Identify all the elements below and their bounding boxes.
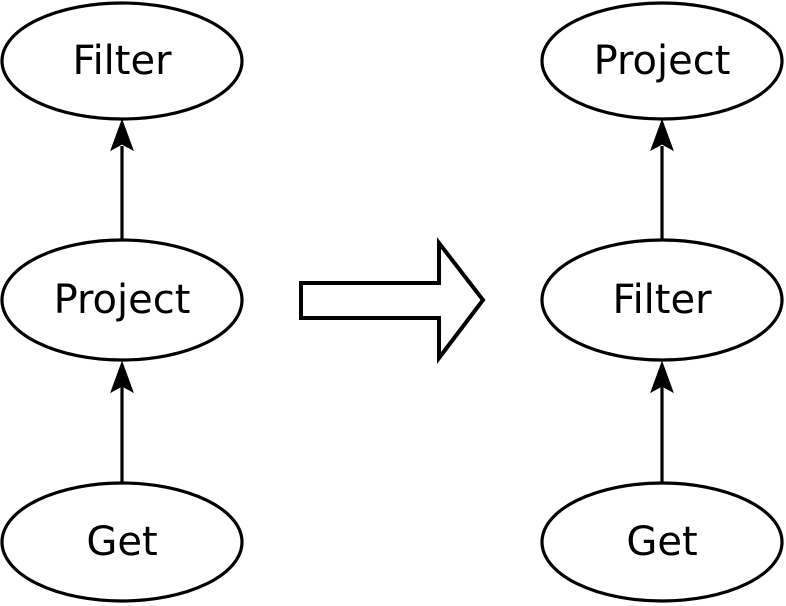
edge-left-get-to-project <box>110 360 134 483</box>
node-right-get-shape[interactable] <box>540 481 784 603</box>
transform-arrow-group <box>299 237 486 364</box>
node-right-get-label: Get <box>626 519 697 565</box>
right-plan-group: Get Filter Project <box>540 1 784 603</box>
node-right-project[interactable]: Project <box>540 1 784 121</box>
node-left-filter-shape[interactable] <box>0 1 244 121</box>
node-left-filter-label: Filter <box>72 38 172 84</box>
edge-right-upper-arrowhead <box>650 118 674 152</box>
node-left-project-label: Project <box>54 277 191 323</box>
node-right-project-shape[interactable] <box>540 1 784 121</box>
edge-right-lower-arrowhead <box>650 360 674 394</box>
edge-right-filter-to-project <box>650 118 674 241</box>
node-right-filter-label: Filter <box>612 277 712 323</box>
edge-right-get-to-filter <box>650 360 674 483</box>
node-left-get[interactable]: Get <box>0 481 244 603</box>
node-right-get[interactable]: Get <box>540 481 784 603</box>
left-plan-group: Get Project Filter <box>0 1 244 603</box>
edge-left-lower-arrowhead <box>110 360 134 394</box>
node-left-project-shape[interactable] <box>0 238 244 362</box>
edge-left-upper-arrowhead <box>110 118 134 152</box>
node-right-filter-shape[interactable] <box>540 238 784 362</box>
node-left-filter[interactable]: Filter <box>0 1 244 121</box>
node-right-project-label: Project <box>594 38 731 84</box>
node-right-filter[interactable]: Filter <box>540 238 784 362</box>
transformation-arrow-icon <box>299 237 486 364</box>
node-left-get-shape[interactable] <box>0 481 244 603</box>
node-left-get-label: Get <box>86 519 157 565</box>
edge-left-project-to-filter <box>110 118 134 241</box>
node-left-project[interactable]: Project <box>0 238 244 362</box>
